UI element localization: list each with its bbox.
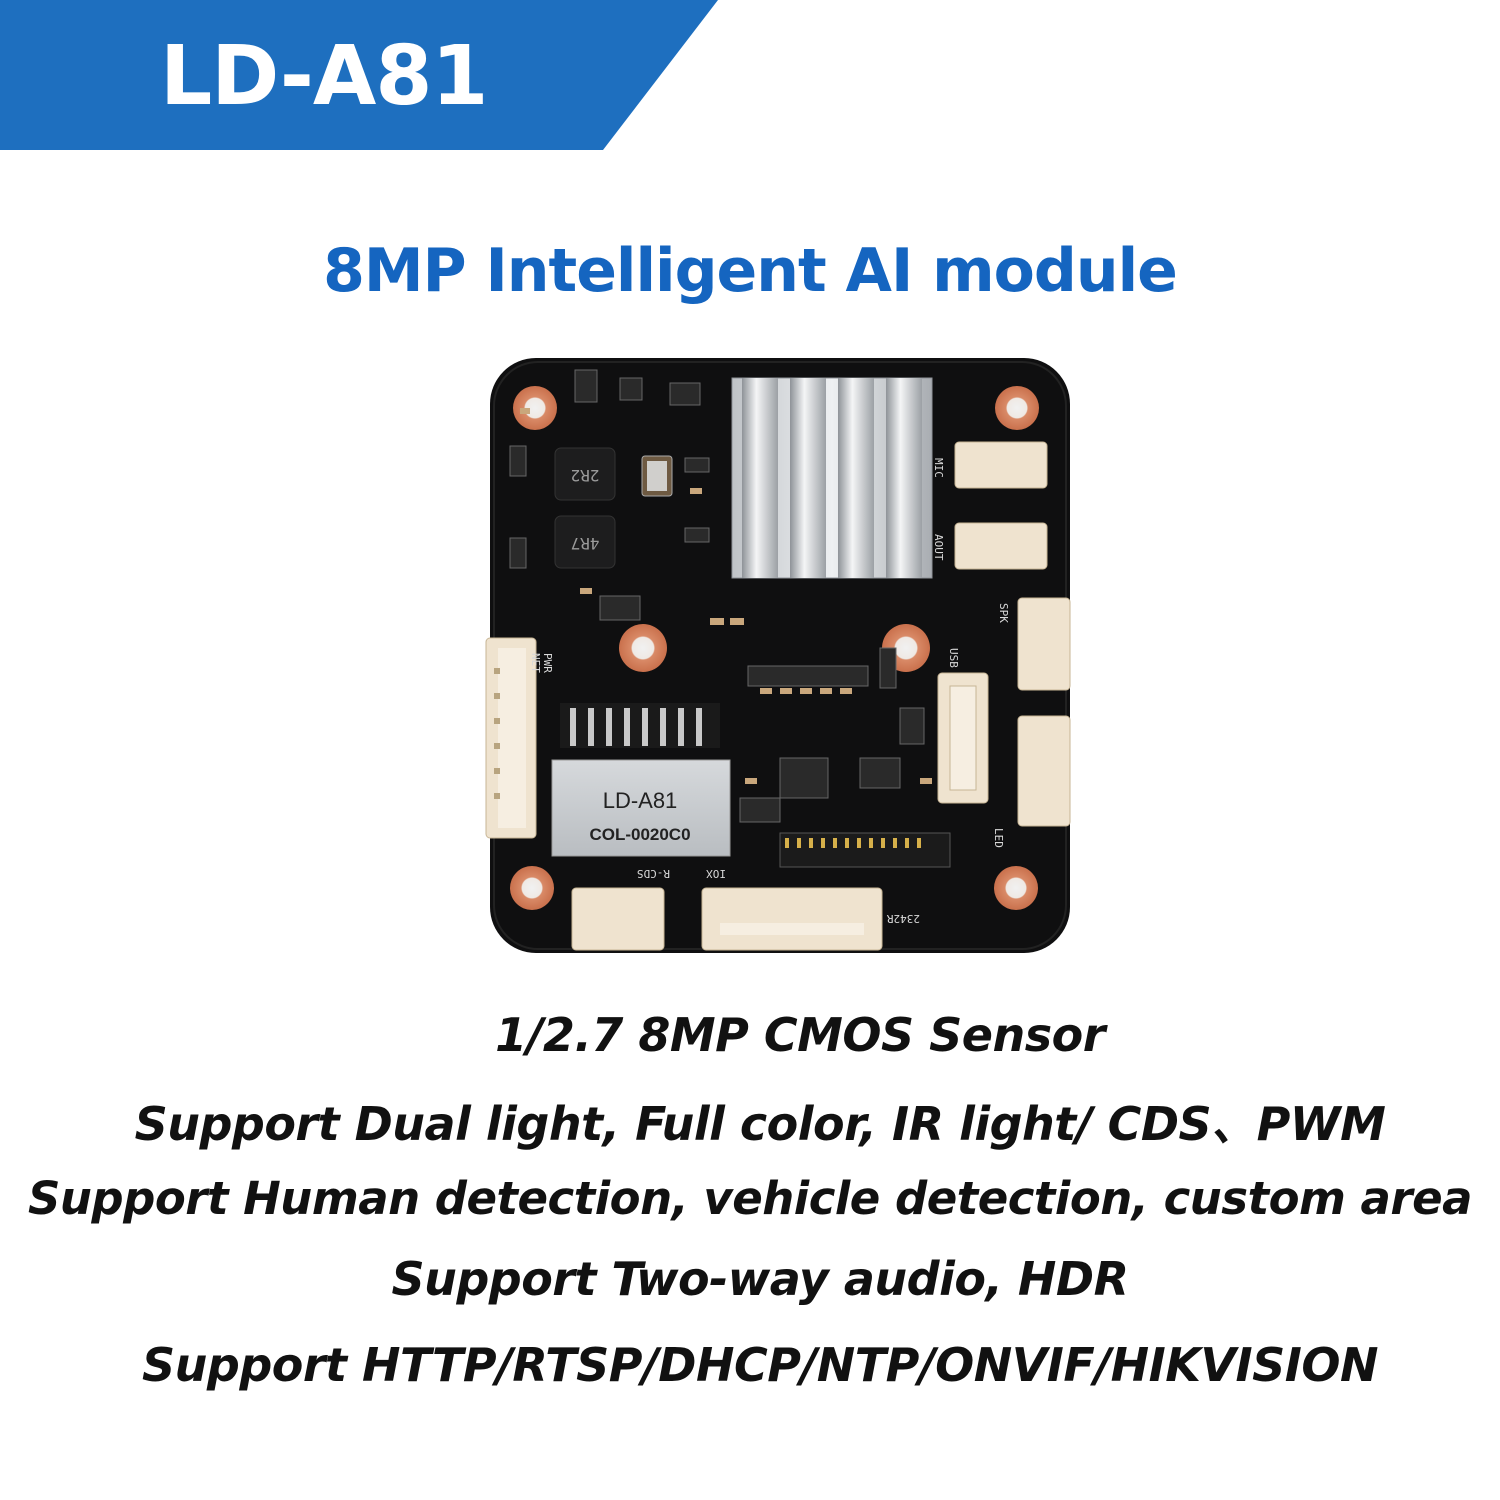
svg-text:2R2: 2R2 xyxy=(571,466,600,485)
svg-text:NET: NET xyxy=(529,653,542,673)
feature-protocols: Support HTTP/RTSP/DHCP/NTP/ONVIF/HIKVISI… xyxy=(142,1338,1378,1392)
svg-text:COL-0020C0: COL-0020C0 xyxy=(589,825,690,844)
smd-components xyxy=(509,369,925,823)
svg-text:R-CDS: R-CDS xyxy=(637,867,670,880)
svg-text:4R7: 4R7 xyxy=(571,534,600,553)
svg-text:LD-A81: LD-A81 xyxy=(603,788,678,813)
model-banner: LD-A81 xyxy=(0,0,720,150)
svg-text:USB: USB xyxy=(947,648,960,668)
heatsink xyxy=(731,377,933,579)
pcb-board-image: 2R2 4R7 LD-A81 COL-0020C0 xyxy=(480,348,1080,958)
feature-audio: Support Two-way audio, HDR xyxy=(391,1252,1129,1306)
feature-light: Support Dual light, Full color, IR light… xyxy=(134,1097,1386,1151)
capacitors xyxy=(520,408,932,784)
svg-text:AOUT: AOUT xyxy=(932,534,945,561)
svg-text:IOX: IOX xyxy=(706,867,726,880)
bottom-connectors xyxy=(571,887,883,951)
headline: 8MP Intelligent AI module xyxy=(323,236,1178,306)
mic-aout-connectors xyxy=(954,441,1048,570)
inductors: 2R2 4R7 xyxy=(554,447,673,569)
model-title: LD-A81 xyxy=(160,29,488,124)
svg-text:2342R: 2342R xyxy=(887,912,920,925)
network-connector xyxy=(485,637,537,839)
svg-text:PWR: PWR xyxy=(541,653,554,673)
usb-connector xyxy=(937,672,989,804)
svg-text:MIC: MIC xyxy=(932,458,945,478)
feature-sensor: 1/2.7 8MP CMOS Sensor xyxy=(495,1008,1105,1062)
svg-text:LED: LED xyxy=(992,828,1005,848)
mounting-pads xyxy=(510,386,1039,910)
svg-text:SPK: SPK xyxy=(997,603,1010,623)
spk-led-connectors xyxy=(1017,597,1071,827)
feature-detection: Support Human detection, vehicle detecti… xyxy=(27,1172,1473,1225)
banner-shape xyxy=(0,0,718,150)
lan-transformer: LD-A81 COL-0020C0 xyxy=(551,703,731,857)
